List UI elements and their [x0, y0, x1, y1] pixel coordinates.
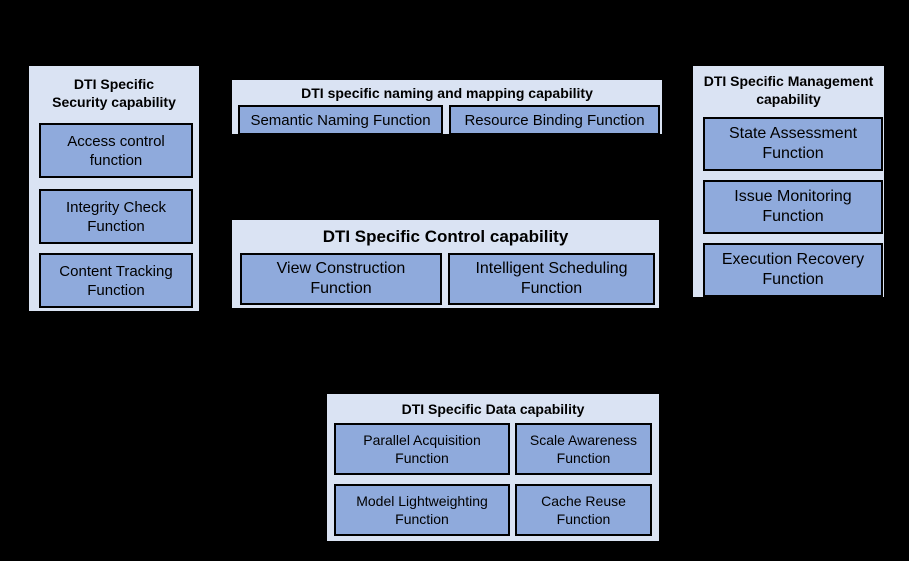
function-intelligent-scheduling: Intelligent Scheduling Function [448, 253, 655, 305]
function-scale-awareness: Scale Awareness Function [515, 423, 652, 475]
management-panel-title-line: DTI Specific Management [703, 73, 874, 89]
function-label: Parallel Acquisition Function [363, 432, 481, 466]
control-panel-title: DTI Specific Control capability [232, 220, 659, 247]
function-parallel-acquisition: Parallel Acquisition Function [334, 423, 510, 475]
function-label: Scale Awareness Function [529, 432, 638, 466]
function-label: Execution Recovery Function [721, 251, 865, 288]
control-panel-title-line: DTI Specific Control capability [322, 227, 569, 246]
security-panel-title-line: Security capability [52, 94, 176, 110]
function-integrity-check: Integrity Check Function [39, 189, 193, 244]
function-semantic-naming: Semantic Naming Function [238, 105, 443, 135]
function-label: Integrity Check Function [65, 198, 167, 235]
function-label: Cache Reuse Function [541, 493, 626, 527]
panel-naming-mapping-capability: DTI specific naming and mapping capabili… [230, 78, 664, 136]
panel-security-capability: DTI Specific Security capability Access … [27, 64, 201, 313]
management-panel-title-line: capability [756, 91, 821, 107]
function-cache-reuse: Cache Reuse Function [515, 484, 652, 536]
panel-management-capability: DTI Specific Management capability State… [691, 64, 886, 299]
function-resource-binding: Resource Binding Function [449, 105, 660, 135]
security-panel-title-line: DTI Specific [73, 76, 155, 92]
function-state-assessment: State Assessment Function [703, 117, 883, 171]
function-label: State Assessment Function [728, 125, 858, 162]
function-label: Content Tracking Function [59, 262, 173, 299]
naming-panel-title: DTI specific naming and mapping capabili… [232, 80, 662, 102]
naming-panel-title-line: DTI specific naming and mapping capabili… [301, 85, 593, 101]
function-label: Resource Binding Function [464, 111, 645, 129]
data-panel-title-line: DTI Specific Data capability [401, 401, 585, 417]
function-view-construction: View Construction Function [240, 253, 442, 305]
function-label: Issue Monitoring Function [734, 188, 852, 225]
function-execution-recovery: Execution Recovery Function [703, 243, 883, 297]
function-content-tracking: Content Tracking Function [39, 253, 193, 308]
security-panel-title: DTI Specific Security capability [29, 66, 199, 111]
panel-data-capability: DTI Specific Data capability Parallel Ac… [325, 392, 661, 543]
function-model-lightweighting: Model Lightweighting Function [334, 484, 510, 536]
function-label: Access control function [67, 132, 165, 169]
function-label: Model Lightweighting Function [356, 493, 488, 527]
function-label: Intelligent Scheduling Function [475, 260, 628, 297]
function-label: View Construction Function [276, 260, 406, 297]
function-issue-monitoring: Issue Monitoring Function [703, 180, 883, 234]
function-access-control: Access control function [39, 123, 193, 178]
management-panel-title: DTI Specific Management capability [693, 66, 884, 108]
function-label: Semantic Naming Function [250, 111, 431, 129]
data-panel-title: DTI Specific Data capability [327, 394, 659, 418]
panel-control-capability: DTI Specific Control capability View Con… [230, 218, 661, 310]
